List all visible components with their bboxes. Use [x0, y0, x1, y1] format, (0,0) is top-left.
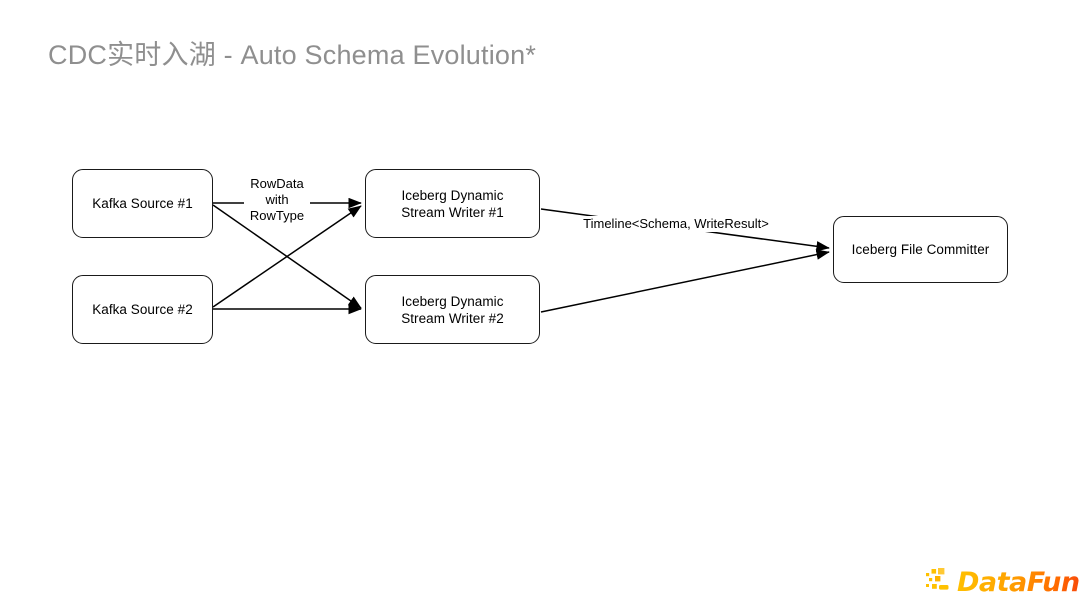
edge-writer2-committer	[540, 249, 830, 313]
edge-label-rowdata: RowData with RowType	[244, 176, 310, 224]
edge-src2-writer1	[212, 205, 362, 308]
node-kafka-source-1[interactable]: Kafka Source #1	[72, 169, 213, 238]
node-label: Iceberg File Committer	[851, 242, 990, 257]
edge-label-timeline: Timeline<Schema, WriteResult>	[572, 216, 780, 232]
node-label: Iceberg Dynamic Stream Writer #1	[401, 187, 504, 220]
datafun-logo: DataFun.	[925, 566, 1080, 602]
logo-wordmark: DataFun.	[957, 567, 1080, 598]
node-kafka-source-2[interactable]: Kafka Source #2	[72, 275, 213, 344]
node-label: Kafka Source #2	[92, 302, 193, 317]
node-label: Kafka Source #1	[92, 196, 193, 211]
node-iceberg-file-committer[interactable]: Iceberg File Committer	[833, 216, 1008, 283]
page-title: CDC实时入湖 - Auto Schema Evolution*	[48, 40, 537, 70]
logo-dots-icon	[926, 568, 949, 590]
node-label: Iceberg Dynamic Stream Writer #2	[401, 293, 504, 326]
node-iceberg-writer-1[interactable]: Iceberg Dynamic Stream Writer #1	[365, 169, 540, 238]
node-iceberg-writer-2[interactable]: Iceberg Dynamic Stream Writer #2	[365, 275, 540, 344]
